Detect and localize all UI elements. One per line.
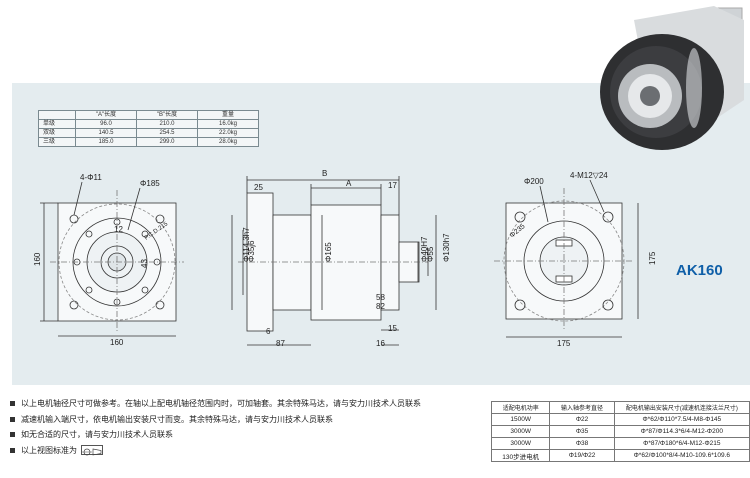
list-item: 以上视图标准为 xyxy=(10,443,421,459)
dim-label: 16 xyxy=(376,339,385,348)
dim-label: A xyxy=(346,179,352,188)
motor-table: 适配电机功率 输入轴参考直径 配电机输出安装尺寸(减速机连接法兰尺寸) 1500… xyxy=(490,401,750,462)
list-item: 以上电机轴径尺寸可做参考。在轴以上配电机轴径范围内时，可加轴套。其余特殊马达，请… xyxy=(10,396,421,412)
dim-label: 17 xyxy=(388,181,397,190)
bullet-icon xyxy=(10,432,15,438)
bullet-icon xyxy=(10,447,15,453)
dim-label: Φ185 xyxy=(140,179,160,188)
dim-label: 58 xyxy=(376,293,385,302)
dim-label: Φ130h7 xyxy=(442,233,451,262)
projection-symbol-icon xyxy=(81,445,103,456)
dim-label: Φ55 xyxy=(426,246,435,262)
spec-table: "A"长度 "B"长度 重量 单级 96.0 210.0 16.0kg 双级 1… xyxy=(38,110,259,147)
dim-label: 4-M12▽24 xyxy=(570,171,608,180)
table-row: 三级 185.0 299.0 28.0kg xyxy=(38,137,259,147)
dim-label: Φ200 xyxy=(524,177,544,186)
dim-label: Φ114.3h7 xyxy=(242,227,251,262)
product-photo xyxy=(600,6,744,150)
dim-label: Φ35j6 xyxy=(247,240,256,262)
dim-label: 87 xyxy=(276,339,285,348)
table-row: 3000W Φ35 Φ*87/Φ114.3*6/4-M12-Φ200 xyxy=(490,425,750,438)
dim-label: 175 xyxy=(557,339,571,348)
dim-label: Φ40H7 xyxy=(420,236,429,262)
dim-label: 160 xyxy=(110,338,124,347)
table-row: 1500W Φ22 Φ*62/Φ110*7.5/4-M8-Φ145 xyxy=(490,413,750,426)
table-row: 适配电机功率 输入轴参考直径 配电机输出安装尺寸(减速机连接法兰尺寸) xyxy=(490,401,750,414)
dim-label: Φ165 xyxy=(324,242,333,262)
list-item: 如无合适的尺寸，请与安力川技术人员联系 xyxy=(10,427,421,443)
dim-label: 4-Φ11 xyxy=(80,173,102,182)
bullet-icon xyxy=(10,401,15,407)
dim-label: 12 xyxy=(114,225,123,234)
dim-label: 43 xyxy=(140,259,149,268)
bullet-icon xyxy=(10,416,15,422)
notes-list: 以上电机轴径尺寸可做参考。在轴以上配电机轴径范围内时，可加轴套。其余特殊马达，请… xyxy=(10,396,421,458)
table-row: 130步进电机 Φ19/Φ22 Φ*62/Φ100*8/4-M10-109.6*… xyxy=(490,449,750,462)
dim-label: 160 xyxy=(33,252,42,266)
list-item: 减速机输入端尺寸，依电机输出安装尺寸而变。其余特殊马达，请与安力川技术人员联系 xyxy=(10,412,421,428)
model-label: AK160 xyxy=(676,262,723,279)
table-row: 单级 96.0 210.0 16.0kg xyxy=(38,119,259,129)
dim-label: B xyxy=(322,169,327,178)
table-row: 3000W Φ38 Φ*87/Φ180*6/4-M12-Φ215 xyxy=(490,437,750,450)
dim-label: 82 xyxy=(376,302,385,311)
dim-label: 175 xyxy=(648,251,657,265)
dim-label: 25 xyxy=(254,183,263,192)
dim-label: 15 xyxy=(388,324,397,333)
dim-label: 6 xyxy=(266,327,271,336)
